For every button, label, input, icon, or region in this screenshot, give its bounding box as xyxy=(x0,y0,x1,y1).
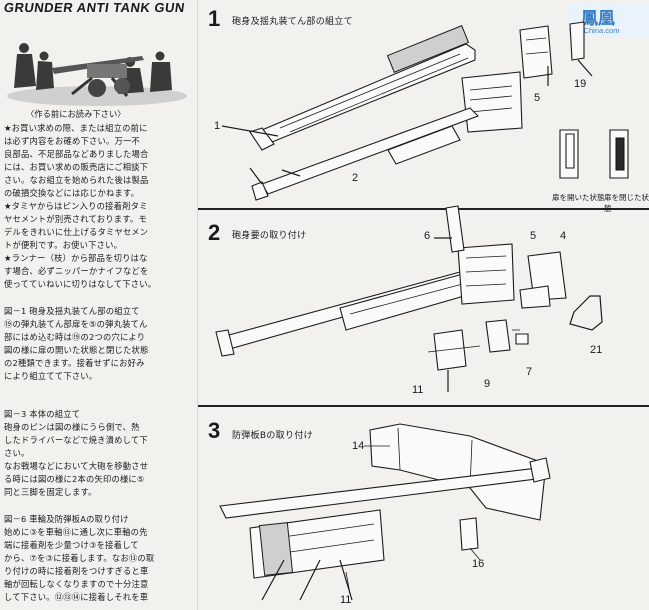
note-line: 図－6 車輪及防弾板Aの取り付け xyxy=(4,514,129,524)
note-line: 砲身のピンは図の様にうら側で、熱 xyxy=(4,422,140,432)
note-line: 軸が回転しなくなりますので十分注意 xyxy=(4,579,149,589)
part-label: 1 xyxy=(214,120,221,132)
part-label: 14 xyxy=(352,440,365,452)
note-line: ⑲の弾丸装てん部扉を⑤の弾丸装てん xyxy=(4,319,148,329)
notice-line: 使ってていねいに切りはなして下さい。 xyxy=(4,279,157,289)
step-separator xyxy=(198,208,649,210)
part-label: 9 xyxy=(484,378,491,390)
watermark-logo: 鳳凰 xyxy=(581,9,615,29)
note-line: さい。 xyxy=(4,448,30,458)
notice-line: ★ランナー（枝）から部品を切りはな xyxy=(4,253,148,263)
notice-line: さい。なお組立を始められた後は製品 xyxy=(4,175,149,185)
part-label: 4 xyxy=(560,230,567,242)
note-line: 図－1 砲身及揺丸装てん部の組立て xyxy=(4,306,140,316)
note-line: して下さい。⑫⑬⑭に接着しそれを車 xyxy=(4,592,149,602)
note-line: 始めに③を車軸⑬に通し次に車軸の先 xyxy=(4,527,148,537)
part-label: 11 xyxy=(412,384,424,396)
note-line: したドライバーなどで焼き潰めして下 xyxy=(4,435,148,445)
figure-1-3-notes: 図－1 砲身及揺丸装てん部の組立て ⑲の弾丸装てん部扉を⑤の弾丸装てん 部にはめ… xyxy=(4,305,196,383)
column-divider xyxy=(197,0,198,610)
step-2-drawing xyxy=(215,205,603,392)
step-1-drawing xyxy=(221,21,629,201)
notice-line: ★お買い求めの際、または組立の前に xyxy=(4,123,148,133)
part-label: 6 xyxy=(424,230,431,242)
notice-line: は必ず内容をお確め下さい。万一不 xyxy=(4,136,140,146)
note-line: 同と三脚を固定します。 xyxy=(4,487,97,497)
step-1-title: 砲身及揺丸装てん部の組立て xyxy=(232,17,353,27)
note-line: なお戦場などにおいて大砲を移動させ xyxy=(4,461,149,471)
figure-3-notes: 図－3 本体の組立て 砲身のピンは図の様にうら側で、熱 したドライバーなどで焼き… xyxy=(4,408,196,499)
notice-line: ヤセメントが別売されております。モ xyxy=(4,214,147,224)
step-3-number: 3 xyxy=(208,418,221,443)
note-line: 図の様に扉の開いた状態と閉じた状態 xyxy=(4,345,149,355)
note-line: 部にはめ込む時は⑲の2つの穴により xyxy=(4,332,146,342)
part-label: 16 xyxy=(472,558,485,570)
notice-text: ★お買い求めの際、または組立の前に は必ず内容をお確め下さい。万一不 良部品、不… xyxy=(4,122,196,291)
notice-line: ★タミヤからはピン入りの接着剤タミ xyxy=(4,201,148,211)
part-label: 7 xyxy=(526,366,533,378)
note-line: から、⑦を③に接着します。なお⑬の取 xyxy=(4,553,155,563)
notice-line: トが便利です。お使い下さい。 xyxy=(4,240,123,250)
watermark-url: 980.China.com xyxy=(569,26,620,35)
note-line: る時には図の様に2本の矢印の様に⑤ xyxy=(4,474,145,484)
step-1-number: 1 xyxy=(208,6,221,31)
note-line: 端に接着剤を少量つけ③を接着して xyxy=(4,540,139,550)
part-label: 11 xyxy=(340,594,352,606)
model-photo xyxy=(2,16,192,108)
step-2-number: 2 xyxy=(208,220,221,245)
notice-line: には、お買い求めの販売店にご相談下 xyxy=(4,162,149,172)
notice-line: 良部品、不足部品などありました場合 xyxy=(4,149,149,159)
notice-title: 〈作る前にお読み下さい〉 xyxy=(26,109,126,119)
part-label: 5 xyxy=(530,230,537,242)
part-label: 19 xyxy=(574,78,587,90)
step-3-title: 防弾板Bの取り付け xyxy=(232,431,313,441)
figure-6-notes: 図－6 車輪及防弾板Aの取り付け 始めに③を車軸⑬に通し次に車軸の先 端に接着剤… xyxy=(4,513,196,604)
step-separator xyxy=(198,405,649,407)
part-label: 5 xyxy=(534,92,541,104)
notice-line: デルをきれいに仕上げるタミヤセメン xyxy=(4,227,149,237)
note-line: の2種類できます。接着せずにお好み xyxy=(4,358,145,368)
caption-door-open: 扉を開いた状態 xyxy=(552,193,605,202)
step-2-title: 砲身要の取り付け xyxy=(232,231,307,241)
notice-line: す場合、必ずニッパーかナイフなどを xyxy=(4,266,149,276)
note-line: により組立てて下さい。 xyxy=(4,371,98,381)
note-line: 図－3 本体の組立て xyxy=(4,409,81,419)
step-3-drawing xyxy=(219,423,551,601)
part-label: 21 xyxy=(590,344,603,356)
notice-line: の破損交換などには応じかねます。 xyxy=(4,188,140,198)
caption-door-closed: 扉を閉じた状態 xyxy=(604,193,649,213)
note-line: り付けの時に接着剤をつけすぎると車 xyxy=(4,566,149,576)
part-label: 2 xyxy=(352,172,359,184)
